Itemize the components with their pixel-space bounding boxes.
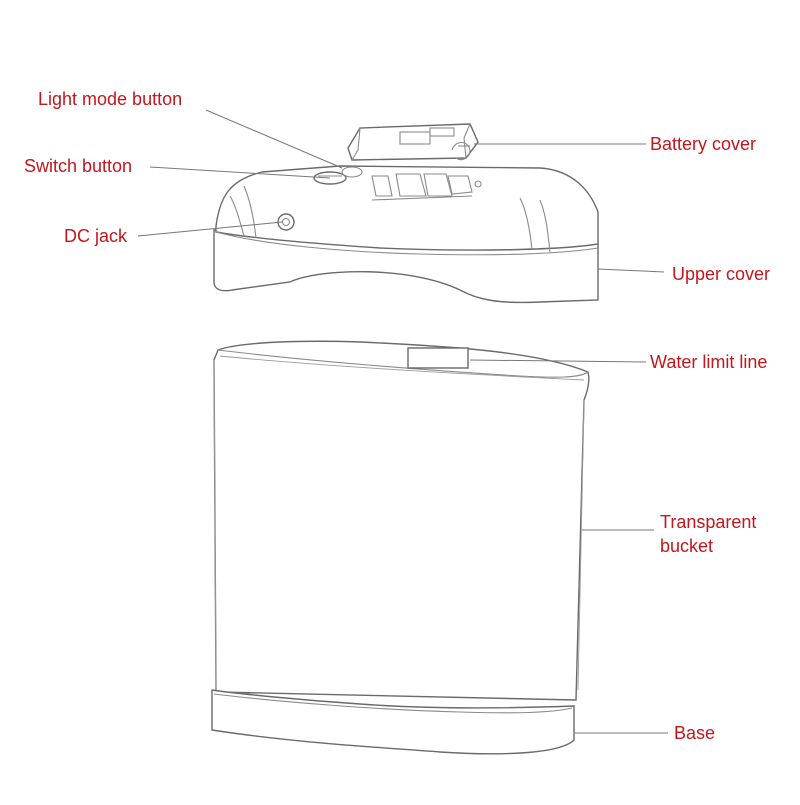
- upper-cover-part: [213, 165, 599, 304]
- label-switch-button: Switch button: [24, 156, 133, 176]
- label-water-limit-line: Water limit line: [650, 352, 768, 372]
- battery-cover-part: [347, 123, 479, 161]
- label-base: Base: [674, 723, 716, 743]
- leader-switch-button: [149, 166, 331, 179]
- transparent-bucket-part: [213, 340, 590, 701]
- label-battery-cover: Battery cover: [650, 134, 757, 154]
- label-dc-jack: DC jack: [64, 226, 128, 246]
- leader-water-limit-line: [469, 359, 647, 363]
- label-upper-cover: Upper cover: [672, 264, 771, 284]
- leader-upper-cover: [597, 268, 665, 273]
- label-transparent-bucket: Transparent bucket: [660, 512, 757, 556]
- label-light-mode-button: Light mode button: [38, 89, 183, 109]
- base-part: [211, 689, 575, 755]
- leader-light-mode-button: [205, 109, 343, 169]
- leader-dc-jack: [137, 221, 283, 237]
